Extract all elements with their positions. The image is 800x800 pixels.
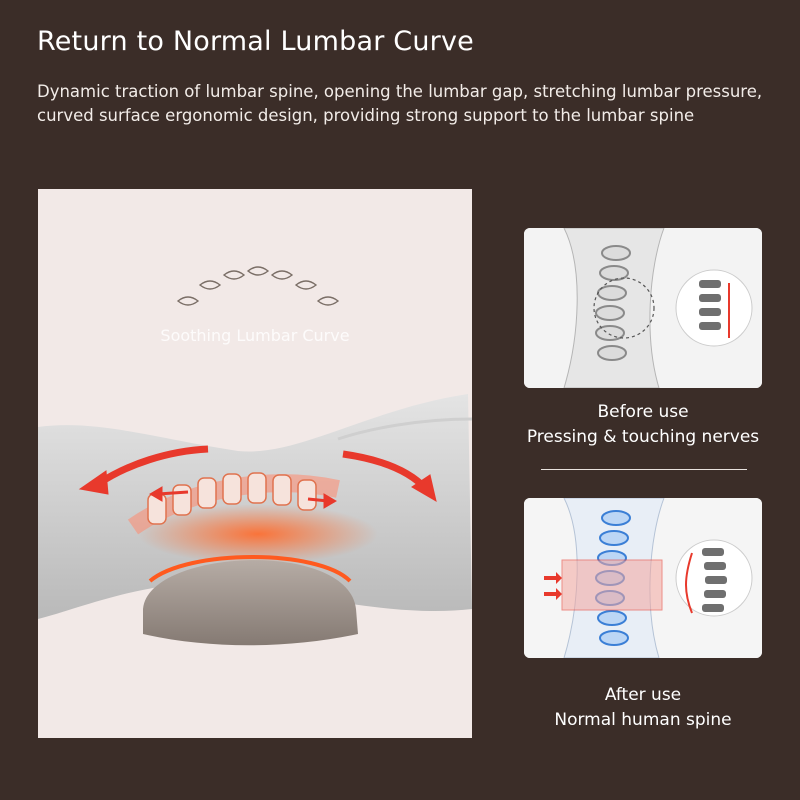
after-use-image xyxy=(524,498,762,658)
spine-icon xyxy=(127,472,378,564)
main-product-illustration: Soothing Lumbar Curve xyxy=(38,189,472,738)
page-description: Dynamic traction of lumbar spine, openin… xyxy=(37,82,763,125)
page-title: Return to Normal Lumbar Curve xyxy=(37,26,474,57)
before-use-image xyxy=(524,228,762,388)
lumbar-illustration: Soothing Lumbar Curve xyxy=(38,266,472,646)
normal-spine-illustration xyxy=(524,498,762,658)
after-use-subtitle: Normal human spine xyxy=(554,710,732,730)
compressed-spine-illustration xyxy=(524,228,762,388)
divider xyxy=(541,469,747,470)
traction-arrows-icon xyxy=(78,445,437,509)
before-use-subtitle: Pressing & touching nerves xyxy=(526,427,760,447)
before-use-title: Before use xyxy=(597,402,689,422)
lumbar-cushion xyxy=(143,555,358,646)
after-use-caption: After use Normal human spine xyxy=(503,683,783,733)
after-use-title: After use xyxy=(604,685,682,705)
overlay-label: Soothing Lumbar Curve xyxy=(160,326,349,345)
before-use-caption: Before use Pressing & touching nerves xyxy=(503,400,783,450)
vertebrae-arc-icon xyxy=(176,266,340,306)
